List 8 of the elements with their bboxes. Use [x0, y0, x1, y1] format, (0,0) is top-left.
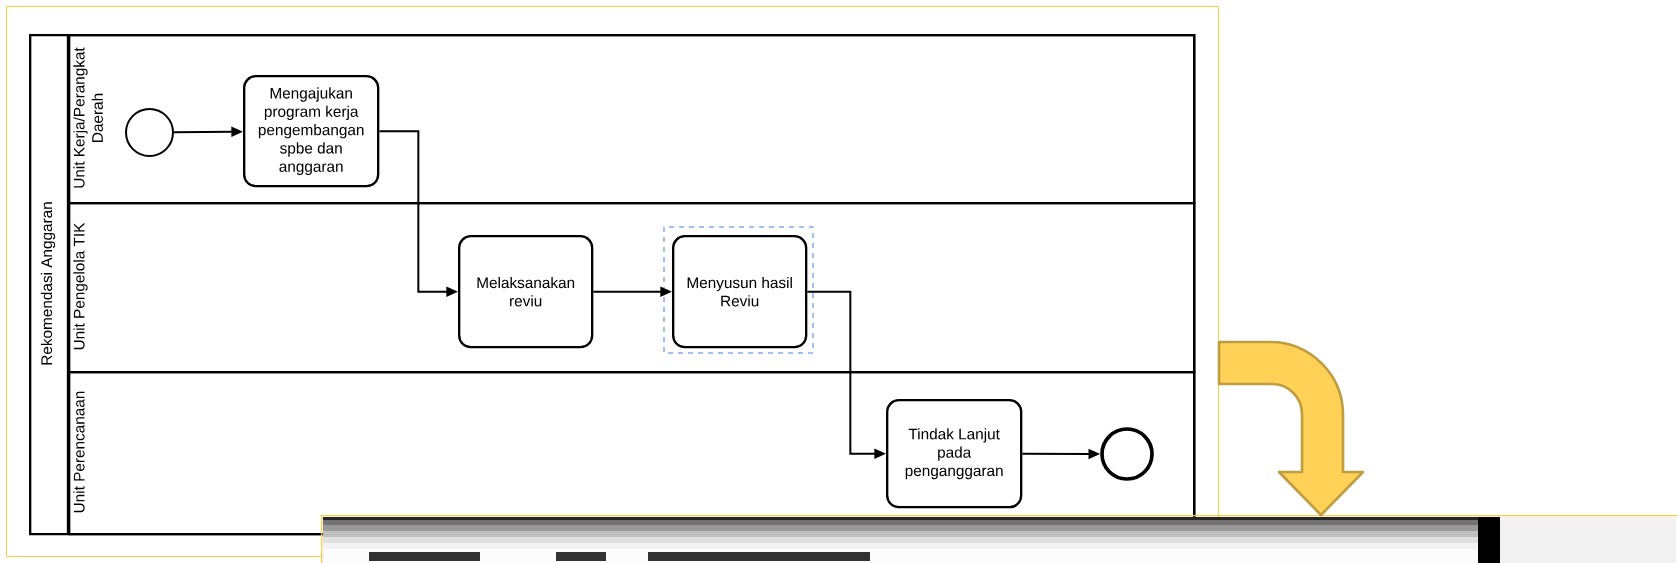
task-box: Tindak Lanjut pada penganggaran — [886, 399, 1023, 509]
task-box: Mengajukan program kerja pengembangan spbe dan anggaran — [243, 75, 380, 188]
task-box: Melaksanakan reviu — [458, 235, 594, 349]
start-event — [125, 108, 174, 157]
end-event — [1100, 427, 1154, 481]
picture — [321, 515, 1678, 563]
task-box: Menyusun hasil Reviu — [672, 235, 808, 349]
bent-arrow — [1217, 340, 1365, 517]
